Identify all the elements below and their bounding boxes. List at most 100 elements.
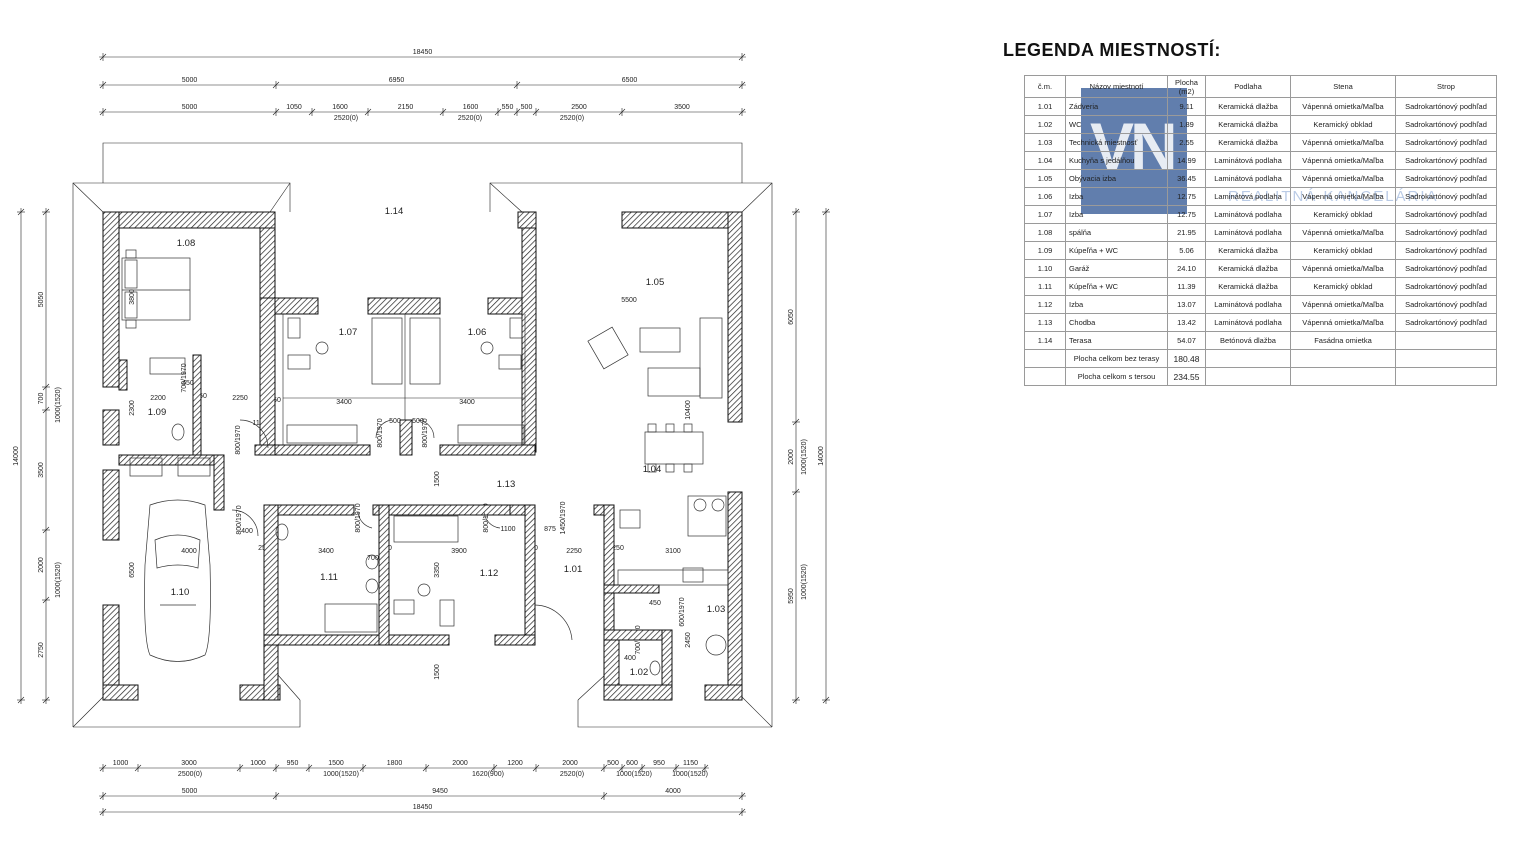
row-floor: Laminátová podlaha bbox=[1205, 223, 1291, 242]
dimension-label: 800/1970 bbox=[236, 505, 243, 534]
row-ceiling: Sadrokartónový podhľad bbox=[1395, 151, 1497, 170]
dimension-label: 2500 bbox=[571, 104, 587, 111]
dimension-label: 2300 bbox=[129, 400, 136, 416]
dimension-label: 6050 bbox=[788, 309, 795, 325]
dimension-label: 1200 bbox=[507, 760, 523, 767]
dimension-label: 450 bbox=[649, 600, 661, 607]
room-label-1-11: 1.11 bbox=[320, 572, 338, 583]
row-wall: Vápenná omietka/Maľba bbox=[1290, 97, 1396, 116]
dimension-label: 700 bbox=[38, 393, 45, 405]
row-room-name: Technická miestnosť bbox=[1065, 133, 1168, 152]
total-empty-cell bbox=[1290, 367, 1396, 386]
row-ceiling: Sadrokartónový podhľad bbox=[1395, 277, 1497, 296]
row-ceiling: Sadrokartónový podhľad bbox=[1395, 313, 1497, 332]
row-room-name: Izba bbox=[1065, 187, 1168, 206]
total-empty-cell bbox=[1024, 367, 1066, 386]
row-room-name: Garáž bbox=[1065, 259, 1168, 278]
dimension-label: 1450/1970 bbox=[560, 501, 567, 534]
row-ceiling: Sadrokartónový podhľad bbox=[1395, 241, 1497, 260]
dimension-label: 1100 bbox=[500, 526, 515, 533]
row-room-number: 1.05 bbox=[1024, 169, 1066, 188]
dimension-label: 800/1970 bbox=[483, 503, 490, 532]
row-wall: Vápenná omietka/Maľba bbox=[1290, 313, 1396, 332]
total-value: 180.48 bbox=[1167, 349, 1206, 368]
row-area: 13.42 bbox=[1167, 313, 1206, 332]
row-ceiling: Sadrokartónový podhľad bbox=[1395, 259, 1497, 278]
total-label: Plocha celkom bez terasy bbox=[1065, 349, 1168, 368]
room-label-1-12: 1.12 bbox=[480, 568, 499, 579]
legend-title: LEGENDA MIESTNOSTÍ: bbox=[1003, 40, 1221, 60]
row-wall: Vápenná omietka/Maľba bbox=[1290, 133, 1396, 152]
dimension-label: 1000(1520) bbox=[55, 387, 62, 423]
dimension-label: 1050 bbox=[286, 104, 302, 111]
row-room-number: 1.07 bbox=[1024, 205, 1066, 224]
dimension-label: 5050 bbox=[38, 292, 45, 308]
row-floor: Keramická dlažba bbox=[1205, 259, 1291, 278]
dimension-label: 2520(0) bbox=[560, 771, 584, 778]
dimension-label: 14000 bbox=[818, 446, 825, 466]
row-ceiling: Sadrokartónový podhľad bbox=[1395, 223, 1497, 242]
row-wall: Fasádna omietka bbox=[1290, 331, 1396, 350]
dimension-label: 800/1970 bbox=[422, 418, 429, 447]
dimension-label: 2500(0) bbox=[178, 771, 202, 778]
dimension-label: 2520(0) bbox=[458, 115, 482, 122]
row-wall: Vápenná omietka/Maľba bbox=[1290, 169, 1396, 188]
walls bbox=[102, 211, 743, 701]
total-empty-cell bbox=[1395, 349, 1497, 368]
dimension-label: 3400 bbox=[459, 399, 475, 406]
row-area: 54.07 bbox=[1167, 331, 1206, 350]
dimension-label: 5000 bbox=[182, 77, 198, 84]
dimension-label: 2000 bbox=[452, 760, 468, 767]
room-label-1-06: 1.06 bbox=[468, 327, 487, 338]
dimension-label: 3500 bbox=[38, 462, 45, 478]
room-label-1-07: 1.07 bbox=[339, 327, 358, 338]
dimension-label: 3350 bbox=[434, 562, 441, 578]
dimension-label: 1800 bbox=[387, 760, 403, 767]
dimension-label: 800/1970 bbox=[377, 418, 384, 447]
row-room-number: 1.09 bbox=[1024, 241, 1066, 260]
dimension-label: 1000(1520) bbox=[801, 439, 808, 475]
dimension-label: 1500 bbox=[328, 760, 344, 767]
row-room-name: Kúpeľňa + WC bbox=[1065, 241, 1168, 260]
row-ceiling bbox=[1395, 331, 1497, 350]
dimension-label: 250 bbox=[612, 545, 624, 552]
dimension-label: 1000(1520) bbox=[616, 771, 652, 778]
row-area: 12.75 bbox=[1167, 187, 1206, 206]
row-area: 11.39 bbox=[1167, 277, 1206, 296]
total-empty-cell bbox=[1024, 349, 1066, 368]
dimension-label: 1600 bbox=[332, 104, 348, 111]
row-room-name: Kúpeľňa + WC bbox=[1065, 277, 1168, 296]
total-empty-cell bbox=[1205, 349, 1291, 368]
row-ceiling: Sadrokartónový podhľad bbox=[1395, 115, 1497, 134]
room-label-1-09: 1.09 bbox=[148, 407, 167, 418]
legend-header-row: č.m. Názov miestnotí Plocha (m2) Podlaha… bbox=[1024, 75, 1497, 98]
row-floor: Keramická dlažba bbox=[1205, 241, 1291, 260]
row-wall: Vápenná omietka/Maľba bbox=[1290, 295, 1396, 314]
roof-outline bbox=[72, 142, 773, 728]
dimension-label: 9450 bbox=[432, 788, 448, 795]
row-wall: Vápenná omietka/Maľba bbox=[1290, 223, 1396, 242]
dimension-label: 3500 bbox=[674, 104, 690, 111]
dimension-label: 1000(1520) bbox=[55, 562, 62, 598]
row-area: 36.45 bbox=[1167, 169, 1206, 188]
dimension-label: 6950 bbox=[389, 77, 405, 84]
dimension-label: 1600 bbox=[463, 104, 479, 111]
row-floor: Keramická dlažba bbox=[1205, 133, 1291, 152]
dimension-label: 10400 bbox=[685, 400, 692, 420]
row-room-name: WC bbox=[1065, 115, 1168, 134]
dimension-label: 950 bbox=[653, 760, 665, 767]
dimension-label: 2250 bbox=[232, 395, 248, 402]
row-ceiling: Sadrokartónový podhľad bbox=[1395, 187, 1497, 206]
room-label-1-10: 1.10 bbox=[171, 587, 190, 598]
room-labels: 1.08 1.14 1.07 1.06 1.05 1.09 1.13 1.04 … bbox=[148, 206, 726, 678]
row-room-number: 1.01 bbox=[1024, 97, 1066, 116]
row-room-number: 1.06 bbox=[1024, 187, 1066, 206]
room-label-1-14: 1.14 bbox=[385, 206, 404, 217]
